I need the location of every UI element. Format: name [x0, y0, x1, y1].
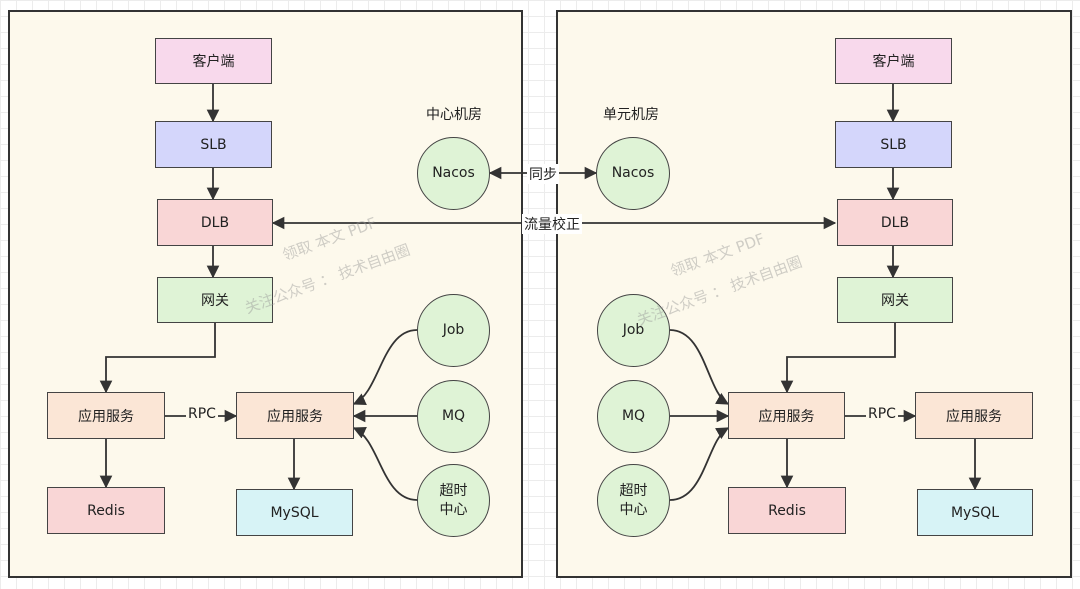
left-timeout-center-label: 超时 中心: [439, 482, 468, 518]
right-app-service-box-a: 应用服务: [728, 392, 845, 439]
left-client-box: 客户端: [155, 38, 272, 84]
right-dlb-box: DLB: [837, 199, 953, 246]
unit-room-label: 单元机房: [603, 107, 659, 123]
traffic-correction-label: 流量校正: [522, 214, 582, 234]
left-mq-node: MQ: [417, 380, 490, 453]
central-room-label: 中心机房: [426, 107, 482, 123]
left-rpc-label: RPC: [186, 406, 218, 422]
left-redis-box: Redis: [47, 487, 165, 534]
right-mq-node: MQ: [597, 380, 670, 453]
right-job-node: Job: [597, 294, 670, 367]
right-rpc-label: RPC: [866, 406, 898, 422]
left-timeout-center-node: 超时 中心: [417, 464, 490, 537]
left-mysql-box: MySQL: [236, 489, 353, 536]
right-timeout-center-node: 超时 中心: [597, 464, 670, 537]
left-app-service-box-b: 应用服务: [236, 392, 354, 439]
right-client-box: 客户端: [835, 38, 952, 84]
sync-label: 同步: [527, 164, 559, 184]
right-mysql-box: MySQL: [917, 489, 1033, 536]
left-dlb-box: DLB: [157, 199, 273, 246]
left-gateway-box: 网关: [157, 277, 273, 323]
left-slb-box: SLB: [155, 121, 272, 168]
left-nacos-node: Nacos: [417, 137, 490, 210]
left-app-service-box-a: 应用服务: [47, 392, 165, 439]
right-gateway-box: 网关: [837, 277, 953, 323]
right-timeout-center-label: 超时 中心: [619, 482, 648, 518]
right-slb-box: SLB: [835, 121, 952, 168]
right-app-service-box-b: 应用服务: [915, 392, 1033, 439]
right-redis-box: Redis: [728, 487, 846, 534]
left-job-node: Job: [417, 294, 490, 367]
right-nacos-node: Nacos: [596, 137, 670, 210]
